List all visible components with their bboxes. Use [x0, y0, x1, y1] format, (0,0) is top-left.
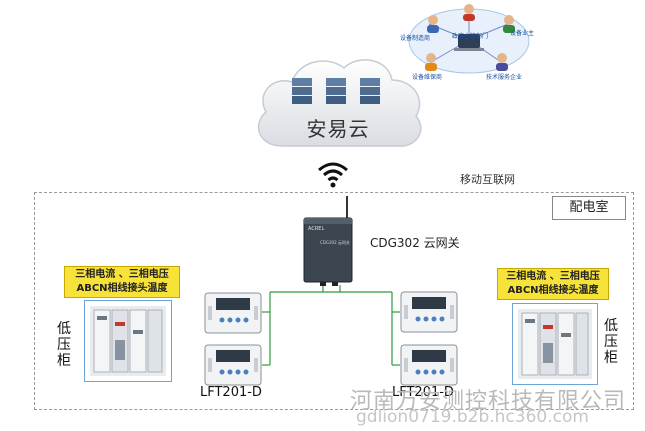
gateway-device: ACREL CDG302 云网关 — [303, 196, 353, 286]
cabinet-tag-left: 三相电流 、三相电压 ABCN相线接头温度 — [64, 266, 180, 298]
cabinet-vertical-label-right: 低 压 柜 — [604, 318, 618, 366]
person-icon — [426, 53, 436, 63]
person-icon — [504, 15, 514, 25]
user-label-owner: 设备业主 — [510, 30, 535, 37]
user-label-maintenance: 设备维保商 — [412, 74, 443, 81]
user-label-manufacturer: 设备制造商 — [400, 35, 431, 42]
server-icon — [360, 78, 380, 104]
device-label-right: LFT201-D — [392, 385, 454, 400]
network-label: 移动互联网 — [460, 173, 515, 186]
tag-line-2: ABCN相线接头温度 — [76, 283, 168, 294]
low-voltage-cabinet-right — [512, 303, 598, 385]
cabinet-tag-right: 三相电流 、三相电压 ABCN相线接头温度 — [497, 268, 609, 300]
power-room-boundary — [34, 192, 634, 410]
server-icon — [326, 78, 346, 104]
user-label-government: 政府主管部门 — [452, 33, 489, 40]
person-icon — [464, 4, 474, 14]
lft201-device-left-bottom — [204, 344, 262, 386]
cloud-graphic — [257, 59, 422, 147]
watermark-url: gdlion0719.b2b.hc360.com — [356, 407, 589, 427]
svg-text:CDG302 云网关: CDG302 云网关 — [320, 239, 350, 245]
laptop-icon — [458, 34, 480, 48]
tag-line-1: 三相电流 、三相电压 — [506, 271, 600, 282]
svg-text:ACREL: ACREL — [308, 226, 324, 232]
person-icon — [428, 15, 438, 25]
lft201-device-left-top — [204, 292, 262, 334]
user-label-tech-service: 技术服务企业 — [486, 74, 523, 81]
room-label: 配电室 — [552, 196, 626, 220]
server-icon — [292, 78, 312, 104]
cabinet-vertical-label-left: 低 压 柜 — [57, 321, 71, 369]
wifi-icon — [318, 162, 348, 188]
watermark-company: 河南万安测控科技有限公司 — [350, 389, 627, 414]
gateway-label: CDG302 云网关 — [370, 236, 460, 250]
tag-line-1: 三相电流 、三相电压 — [75, 269, 169, 280]
device-label-left: LFT201-D — [200, 385, 262, 400]
low-voltage-cabinet-left — [84, 300, 172, 382]
person-icon — [497, 53, 507, 63]
lft201-device-right-top — [400, 291, 458, 333]
lft201-device-right-bottom — [400, 344, 458, 386]
tag-line-2: ABCN相线接头温度 — [507, 285, 599, 296]
cloud-title: 安易云 — [306, 117, 370, 141]
users-network-graphic — [408, 4, 530, 74]
